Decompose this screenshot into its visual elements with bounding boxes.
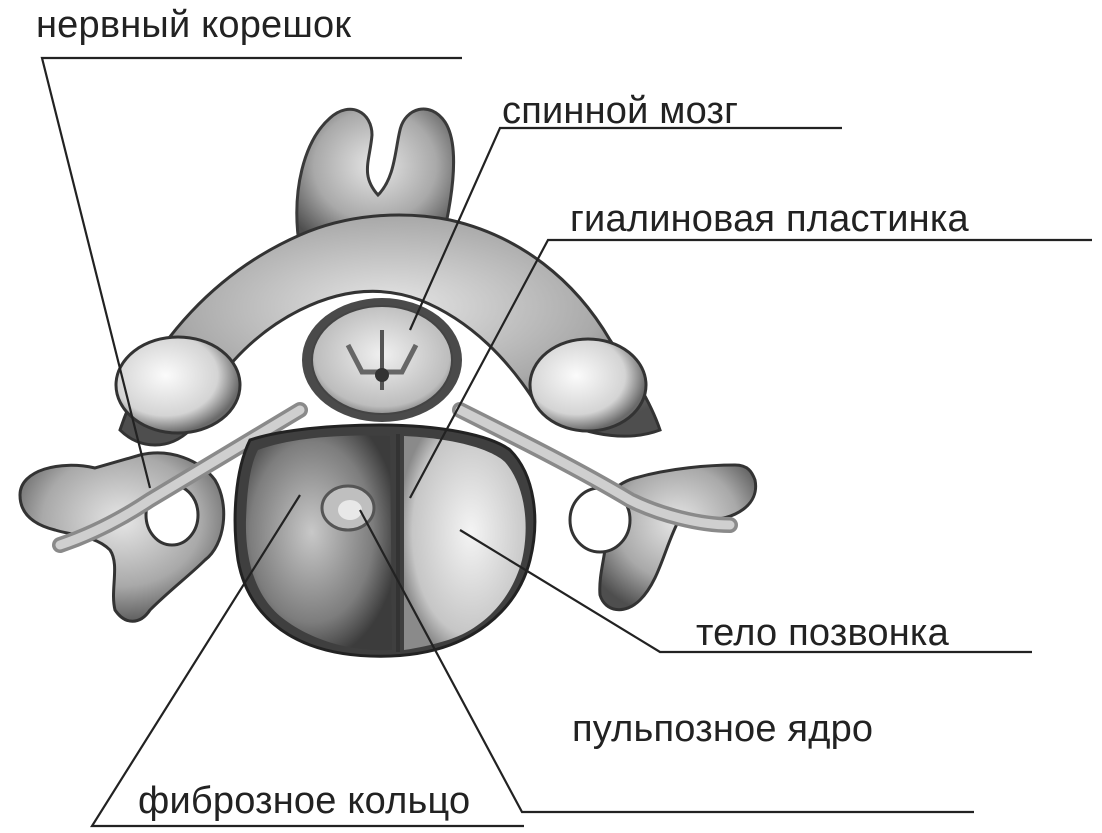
vertebral-body-disc — [235, 425, 535, 656]
label-vertebral-body: тело позвонка — [696, 614, 949, 652]
label-annulus-fibrosus: фиброзное кольцо — [138, 782, 470, 820]
spinal-cord — [302, 298, 462, 422]
label-nucleus-pulposus: пульпозное ядро — [572, 710, 873, 748]
label-nerve-root: нервный корешок — [36, 6, 351, 44]
left-transverse-process — [20, 337, 240, 621]
leader-lines — [42, 58, 1092, 826]
right-transverse-process — [530, 339, 756, 610]
label-hyaline-plate: гиалиновая пластинка — [570, 200, 969, 238]
label-spinal-cord: спинной мозг — [502, 92, 738, 130]
